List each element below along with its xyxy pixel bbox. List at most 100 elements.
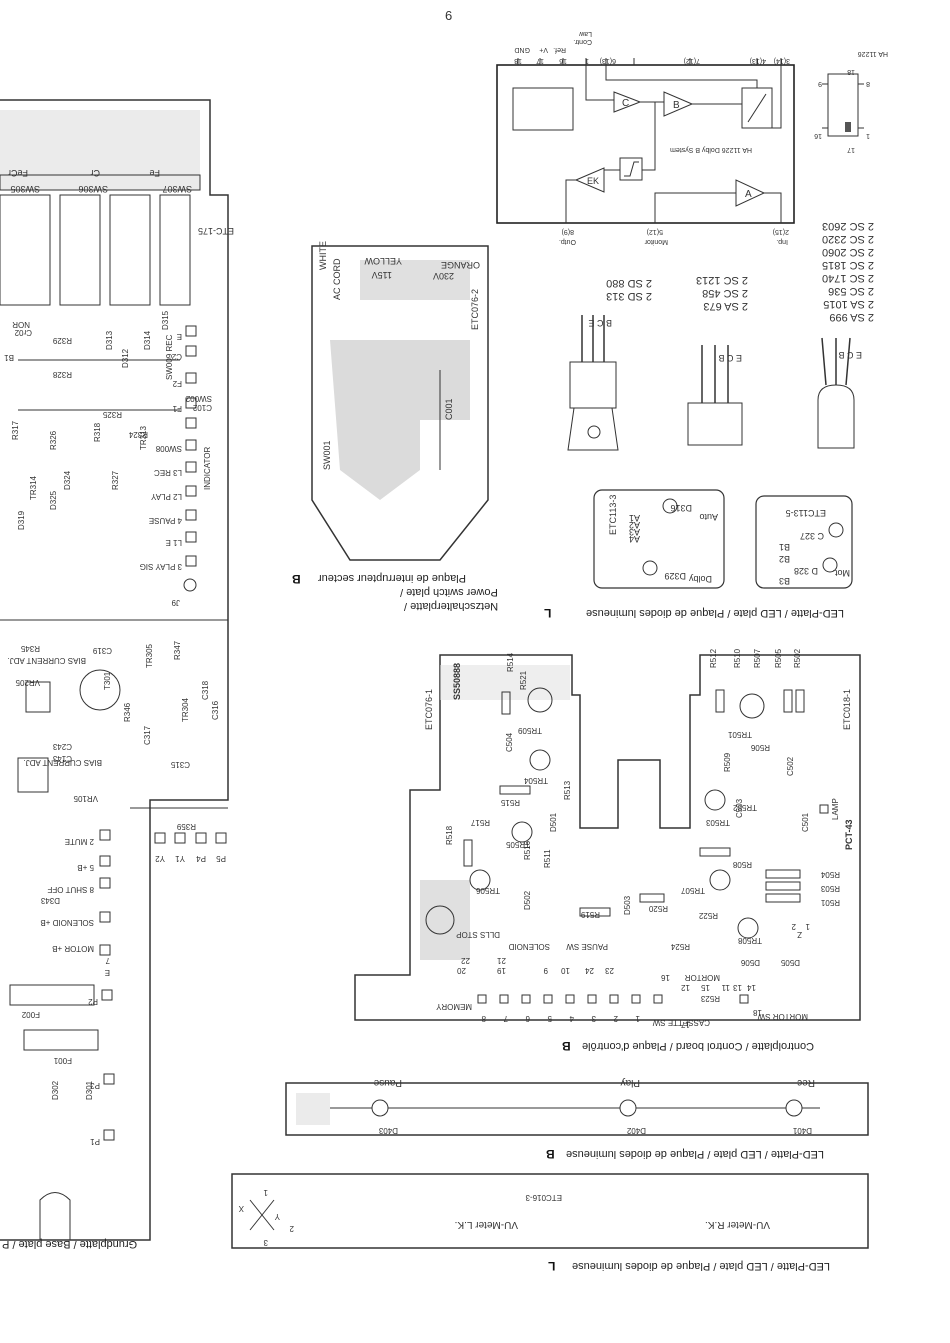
led-plate-small-2: ETC113-5 C 327 B1 B2 B3 D 328 Mot. (755, 495, 853, 589)
svg-text:R502: R502 (793, 648, 802, 668)
svg-text:TR502: TR502 (732, 803, 757, 812)
svg-text:ETC-175: ETC-175 (198, 226, 234, 236)
svg-text:NOR: NOR (12, 320, 30, 329)
svg-text:5: 5 (547, 1014, 552, 1023)
svg-text:2 SC 458: 2 SC 458 (702, 287, 748, 299)
svg-text:Play: Play (621, 1077, 640, 1088)
led-plate-small-1: D316 A1 A2 A3 A4 Auto Dolby D329 ETC113-… (593, 489, 725, 589)
svg-text:D501: D501 (549, 812, 558, 832)
svg-text:D329: D329 (664, 571, 686, 581)
ic-block-diagram: C B EK A 18 17 16 1 6(13) (496, 30, 795, 245)
svg-text:3: 3 (591, 1014, 596, 1023)
svg-text:18: 18 (514, 57, 522, 64)
svg-text:T301: T301 (103, 671, 112, 690)
svg-text:3(14): 3(14) (774, 57, 790, 64)
svg-text:MOTOR +B: MOTOR +B (52, 944, 94, 953)
svg-text:R327: R327 (111, 470, 120, 490)
svg-text:Law: Law (578, 30, 592, 37)
svg-text:D312: D312 (121, 348, 130, 368)
svg-text:Contr.: Contr. (573, 38, 592, 45)
svg-text:17: 17 (681, 1020, 690, 1029)
svg-text:8 SHUT OFF: 8 SHUT OFF (47, 885, 94, 894)
svg-text:C001: C001 (444, 398, 454, 420)
svg-text:D316: D316 (670, 503, 692, 513)
caption-power-switch-2: Power switch plate / (400, 586, 498, 598)
svg-text:R507: R507 (753, 648, 762, 668)
svg-text:17: 17 (536, 57, 544, 64)
svg-text:TR507: TR507 (680, 886, 705, 895)
svg-text:D325: D325 (49, 490, 58, 510)
svg-text:ETC113-3: ETC113-3 (608, 495, 618, 535)
caption-led-plate-mid-letter: B (546, 1147, 555, 1161)
svg-text:SW008: SW008 (155, 444, 182, 453)
svg-text:SW002: SW002 (185, 394, 212, 403)
svg-text:C504: C504 (505, 732, 514, 752)
led-plate-long: Rec Play Pause D401 D402 D403 (285, 1077, 869, 1136)
svg-text:15: 15 (701, 983, 710, 992)
svg-text:16: 16 (814, 132, 822, 139)
svg-text:C317: C317 (143, 725, 152, 745)
svg-text:B3: B3 (779, 576, 790, 586)
svg-text:SW001: SW001 (322, 440, 332, 470)
transistor-drawing-3: B C E (567, 315, 619, 451)
ic-bottom-pins: 8(9) 5(12) 2(15) Outp. Monitor Inp. (559, 228, 789, 245)
svg-text:WHITE: WHITE (318, 241, 328, 270)
svg-text:2: 2 (791, 922, 796, 931)
block-c-label: C (622, 98, 629, 109)
svg-text:3 PLAY SIG: 3 PLAY SIG (140, 562, 182, 571)
svg-text:C 327: C 327 (800, 531, 824, 541)
svg-text:2 SC 2603: 2 SC 2603 (822, 220, 874, 232)
svg-text:C502: C502 (786, 756, 795, 776)
svg-text:CASSETTE SW: CASSETTE SW (652, 1018, 710, 1027)
svg-text:Monitor: Monitor (644, 238, 668, 245)
svg-text:22: 22 (461, 956, 470, 965)
svg-text:SW307: SW307 (162, 184, 192, 194)
svg-text:1: 1 (585, 57, 589, 64)
svg-text:5(12): 5(12) (647, 228, 663, 235)
svg-text:R346: R346 (123, 702, 132, 722)
svg-text:Y2: Y2 (155, 854, 165, 863)
svg-text:Auto: Auto (699, 512, 718, 522)
svg-text:R519: R519 (580, 910, 600, 919)
svg-text:DLLS STOP: DLLS STOP (456, 930, 500, 939)
svg-text:R520: R520 (648, 904, 668, 913)
power-switch-plate: ORANGE 230V YELLOW 115V WHITE AC CORD C0… (311, 241, 489, 561)
svg-text:R501: R501 (820, 898, 840, 907)
svg-text:Inp.: Inp. (776, 238, 788, 245)
caption-control-board-letter: B (562, 1039, 571, 1053)
svg-text:1: 1 (635, 1014, 640, 1023)
svg-text:A4: A4 (629, 534, 640, 544)
svg-text:B2: B2 (779, 554, 790, 564)
ic-package: 18 17 9 16 8 1 HA 11226 (814, 50, 888, 153)
svg-text:V+: V+ (539, 46, 548, 53)
svg-text:16: 16 (559, 57, 567, 64)
svg-text:D401: D401 (792, 1126, 812, 1135)
svg-text:D315: D315 (161, 310, 170, 330)
svg-text:C316: C316 (211, 700, 220, 720)
svg-text:1: 1 (805, 922, 810, 931)
svg-text:2 SA 1015: 2 SA 1015 (823, 298, 874, 310)
svg-text:7: 7 (503, 1014, 508, 1023)
control-board: ETC018-1 ETC076-1 SS50888 PCT-43 R514 R5… (354, 648, 861, 1029)
svg-text:F1: F1 (172, 404, 182, 413)
svg-text:TR305: TR305 (145, 643, 154, 668)
transistor-list-2: 2 SA 673 2 SC 458 2 SC 1213 (696, 274, 748, 312)
caption-power-switch-letter: B (292, 572, 301, 586)
svg-text:P3: P3 (90, 1081, 100, 1090)
svg-text:2 SC 1740: 2 SC 1740 (822, 272, 874, 284)
svg-text:R510: R510 (733, 648, 742, 668)
svg-text:10: 10 (561, 966, 570, 975)
svg-text:PCT-43: PCT-43 (844, 819, 854, 850)
svg-text:C319: C319 (92, 646, 112, 655)
svg-text:4 PAUSE: 4 PAUSE (149, 516, 182, 525)
caption-control-board: Controlplatte / Control board / Plaque d… (582, 1040, 815, 1052)
svg-text:2 SC 1213: 2 SC 1213 (696, 274, 748, 286)
ic-top-labels: GND V+ Ref. Contr. Law (514, 30, 592, 53)
svg-text:C503: C503 (735, 798, 744, 818)
svg-text:F2: F2 (172, 379, 182, 388)
svg-text:A3: A3 (629, 527, 640, 537)
caption-led-plate-top-letter: L (544, 606, 552, 620)
caption-led-plate-mid: LED-Platte / LED plate / Plaque de diode… (566, 1148, 825, 1160)
svg-text:VU-Meter R.K.: VU-Meter R.K. (705, 1219, 770, 1230)
svg-text:R326: R326 (49, 430, 58, 450)
